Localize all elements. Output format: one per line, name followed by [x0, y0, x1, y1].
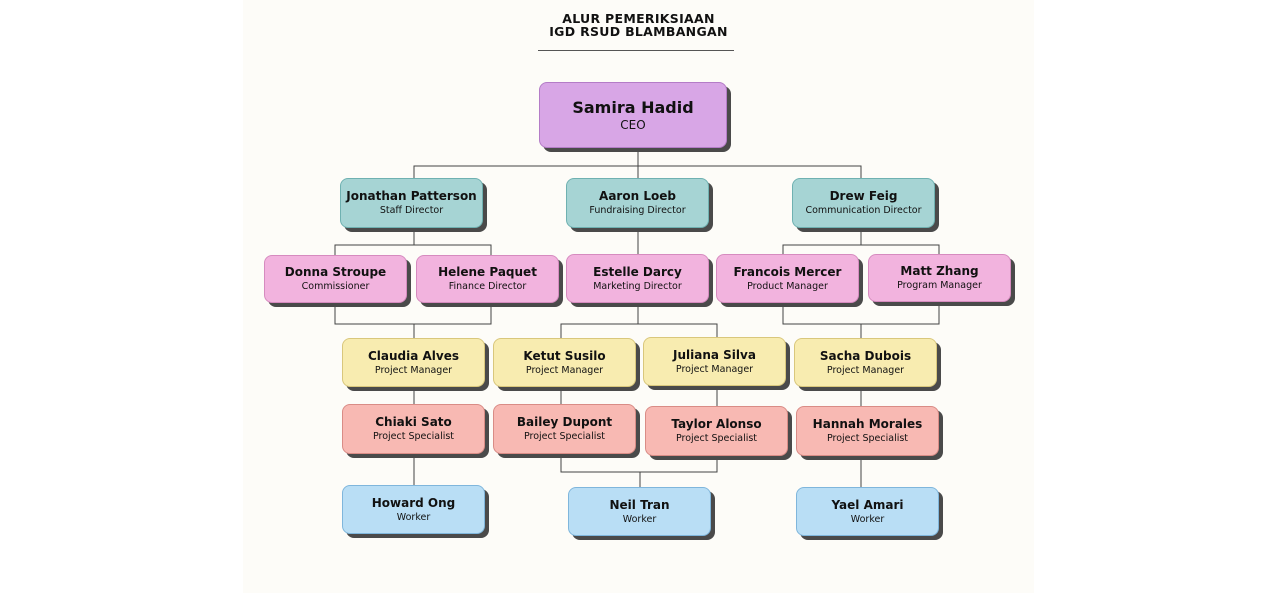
node-role: Fundraising Director — [589, 205, 686, 216]
org-node-howard: Howard Ong Worker — [342, 485, 485, 534]
node-role: Worker — [622, 513, 657, 525]
node-role: Marketing Director — [593, 280, 682, 292]
node-role: Project Specialist — [826, 433, 909, 444]
connector-francois-matt-join — [782, 304, 940, 325]
node-name: Donna Stroupe — [284, 265, 387, 279]
org-node-claudia: Claudia Alves Project Manager — [342, 338, 485, 387]
node-name: Hannah Morales — [812, 417, 923, 431]
connector-estelle-bus — [560, 323, 718, 339]
node-name: Chiaki Sato — [375, 415, 452, 429]
chart-title: ALUR PEMERIKSIAAN IGD RSUD BLAMBANGAN — [243, 12, 1034, 38]
title-line-2: IGD RSUD BLAMBANGAN — [549, 24, 728, 39]
node-name: Howard Ong — [371, 495, 456, 510]
org-node-taylor: Taylor Alonso Project Specialist — [645, 406, 788, 456]
connector-jonathan-bus — [334, 244, 492, 256]
org-node-drew: Drew Feig Communication Director — [792, 178, 935, 228]
node-name: Francois Mercer — [733, 264, 842, 279]
node-name: Taylor Alonso — [671, 417, 762, 431]
node-role: Project Manager — [675, 363, 754, 375]
org-node-aaron: Aaron Loeb Fundraising Director — [566, 178, 709, 228]
node-name: Neil Tran — [609, 497, 670, 512]
org-node-neil: Neil Tran Worker — [568, 487, 711, 536]
node-name: Sacha Dubois — [819, 348, 912, 363]
org-node-matt: Matt Zhang Program Manager — [868, 254, 1011, 302]
node-role: Worker — [850, 513, 885, 525]
node-role: Worker — [396, 511, 431, 523]
org-node-hannah: Hannah Morales Project Specialist — [796, 406, 939, 456]
node-role: Project Manager — [826, 364, 905, 376]
connector-donna-helene-join — [334, 304, 492, 325]
node-name: Drew Feig — [829, 189, 898, 203]
org-node-chiaki: Chiaki Sato Project Specialist — [342, 404, 485, 454]
org-node-yael: Yael Amari Worker — [796, 487, 939, 536]
org-node-sacha: Sacha Dubois Project Manager — [794, 338, 937, 387]
title-line-1: ALUR PEMERIKSIAAN — [562, 11, 715, 26]
org-node-ceo: Samira Hadid CEO — [539, 82, 727, 148]
node-role: Project Specialist — [675, 433, 758, 444]
node-name: Samira Hadid — [572, 97, 694, 117]
node-role: Communication Director — [805, 205, 922, 216]
node-name: Yael Amari — [831, 497, 904, 512]
node-role: Staff Director — [379, 205, 444, 216]
org-node-francois: Francois Mercer Product Manager — [716, 254, 859, 303]
node-role: CEO — [620, 117, 646, 132]
node-name: Bailey Dupont — [516, 415, 613, 429]
connector-drew-bus — [782, 244, 940, 256]
node-role: Project Manager — [525, 364, 604, 376]
node-name: Juliana Silva — [673, 347, 756, 362]
node-name: Claudia Alves — [367, 348, 460, 363]
org-node-jonathan: Jonathan Patterson Staff Director — [340, 178, 483, 228]
node-name: Aaron Loeb — [599, 189, 676, 203]
org-node-helene: Helene Paquet Finance Director — [416, 255, 559, 303]
connector-bailey-taylor-join — [560, 455, 718, 473]
org-node-bailey: Bailey Dupont Project Specialist — [493, 404, 636, 454]
node-name: Jonathan Patterson — [346, 189, 477, 203]
node-name: Estelle Darcy — [593, 264, 682, 279]
node-role: Project Specialist — [372, 431, 455, 442]
node-role: Program Manager — [897, 280, 982, 291]
node-name: Matt Zhang — [900, 264, 979, 278]
org-node-donna: Donna Stroupe Commissioner — [264, 255, 407, 303]
node-role: Project Specialist — [523, 431, 606, 442]
node-role: Product Manager — [747, 280, 828, 292]
node-name: Ketut Susilo — [523, 348, 606, 363]
node-name: Helene Paquet — [438, 265, 537, 279]
title-underline — [538, 50, 734, 51]
org-node-juliana: Juliana Silva Project Manager — [643, 337, 786, 386]
org-node-estelle: Estelle Darcy Marketing Director — [566, 254, 709, 303]
node-role: Finance Director — [448, 281, 527, 292]
org-node-ketut: Ketut Susilo Project Manager — [493, 338, 636, 387]
node-role: Project Manager — [374, 364, 453, 376]
node-role: Commissioner — [301, 281, 370, 292]
